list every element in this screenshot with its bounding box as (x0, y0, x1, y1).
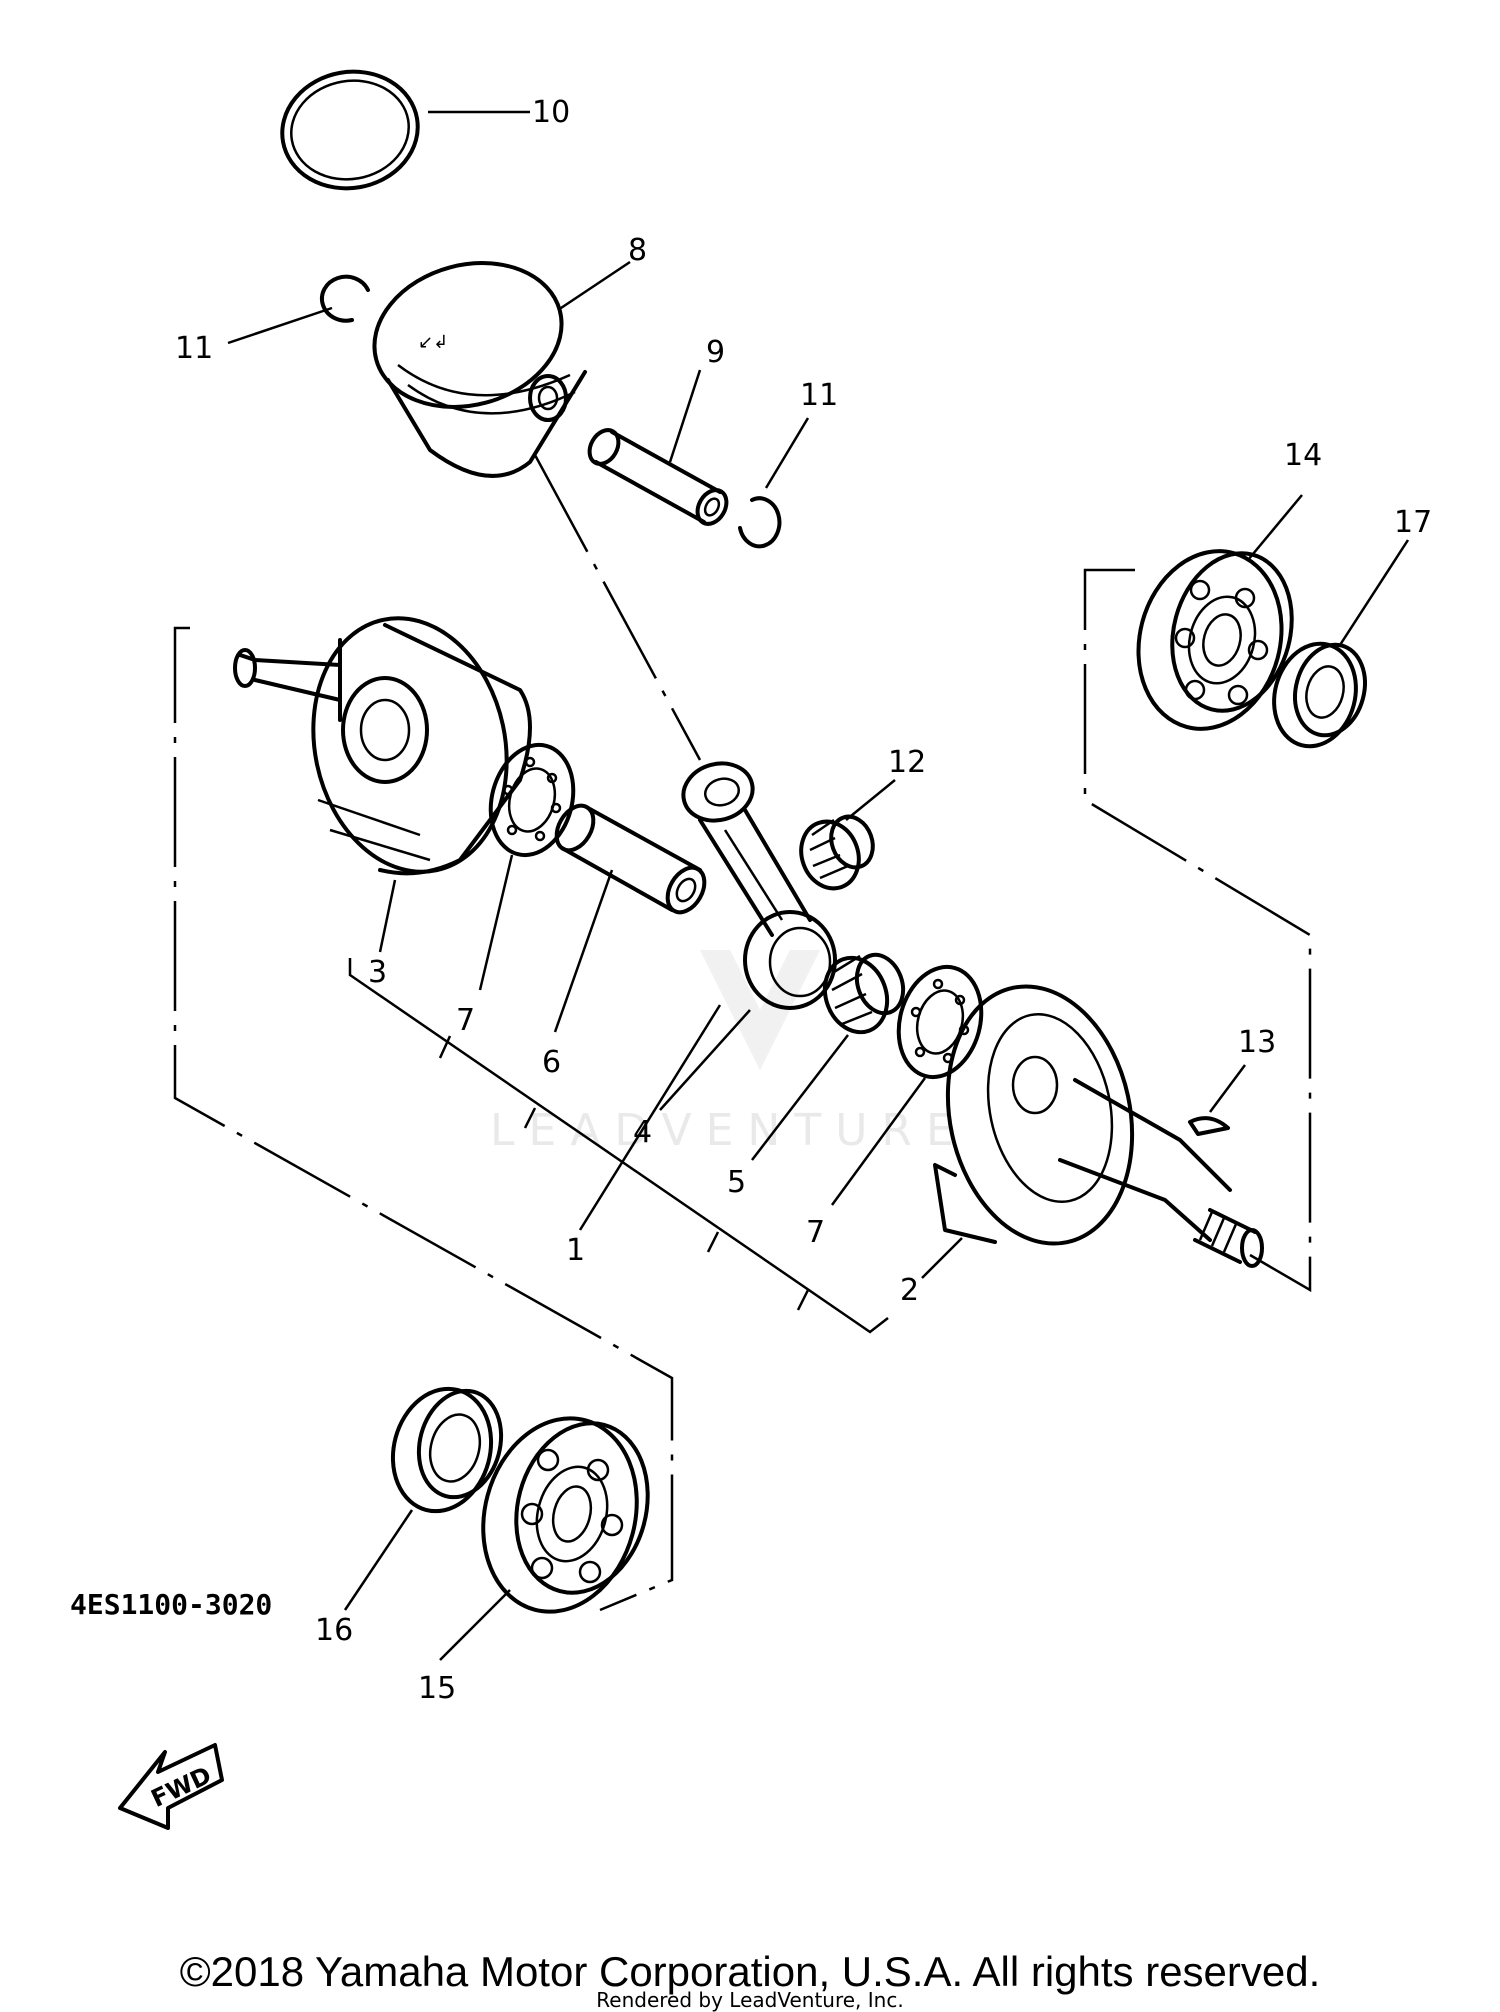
crankshaft-bearing-right (1136, 549, 1294, 731)
callout-4: 4 (633, 1115, 652, 1150)
callout-14: 14 (1284, 438, 1322, 473)
watermark-logo (700, 950, 820, 1070)
callout-12: 12 (888, 745, 926, 780)
callout-6: 6 (542, 1045, 561, 1080)
piston: ↙↲ (372, 261, 587, 478)
piston-pin-clip (319, 274, 370, 323)
thrust-washer-left (488, 742, 576, 858)
callout-5: 5 (727, 1165, 746, 1200)
callout-9: 9 (706, 335, 725, 370)
callout-10: 10 (532, 95, 570, 130)
svg-text:↙↲: ↙↲ (418, 332, 448, 353)
piston-ring (280, 69, 420, 191)
forward-direction-arrow: FWD (118, 1743, 224, 1830)
callout-11-left: 11 (175, 331, 213, 366)
rendered-by-credit: Rendered by LeadVenture, Inc. (596, 1988, 904, 2012)
callout-1: 1 (566, 1233, 585, 1268)
connecting-rod (681, 761, 837, 1010)
crankshaft-bearing-left (481, 1416, 650, 1614)
callout-2: 2 (900, 1273, 919, 1308)
piston-pin (587, 428, 729, 526)
callout-17: 17 (1394, 505, 1432, 540)
crank-pin (554, 803, 707, 915)
callout-13: 13 (1238, 1025, 1276, 1060)
callout-15: 15 (418, 1671, 456, 1706)
callout-11-right: 11 (800, 378, 838, 413)
oil-seal-right (1272, 641, 1367, 749)
thrust-washer-right (896, 964, 984, 1080)
callout-3: 3 (368, 955, 387, 990)
crankshaft-left-half (233, 616, 532, 876)
woodruff-key (1188, 1116, 1230, 1136)
diagram-code: 4ES1100-3020 (70, 1588, 273, 1621)
small-end-needle-bearing (799, 814, 875, 891)
big-end-needle-bearing (822, 952, 906, 1035)
assembly-lines (173, 454, 1312, 1612)
crankshaft-right-half (933, 984, 1264, 1268)
callout-8: 8 (628, 233, 647, 268)
callout-16: 16 (315, 1613, 353, 1648)
callout-7-right: 7 (806, 1215, 825, 1250)
oil-seal-left (390, 1386, 504, 1514)
watermark-text: LEADVENTURE (490, 1105, 968, 1156)
copyright-notice: ©2018 Yamaha Motor Corporation, U.S.A. A… (179, 1948, 1321, 1995)
piston-pin-clip (738, 496, 782, 549)
callout-labels: 1 2 3 4 5 6 7 7 8 9 10 11 11 12 13 14 15… (175, 95, 1432, 1706)
callout-7-left: 7 (456, 1003, 475, 1038)
